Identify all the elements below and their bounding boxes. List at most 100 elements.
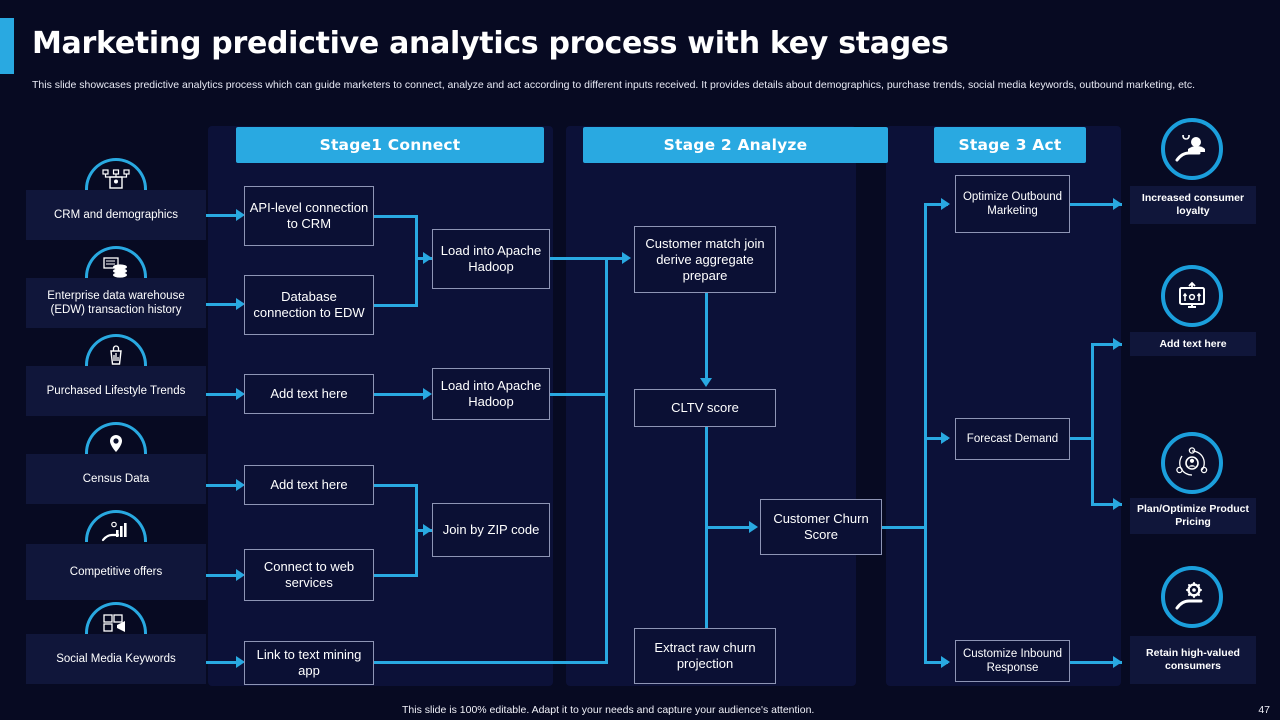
- box-label: Optimize Outbound Marketing: [962, 191, 1063, 217]
- location-pin-icon: [110, 435, 122, 452]
- connect-box-load-into-apache-hadoop-1[interactable]: Load into Apache Hadoop: [432, 229, 550, 289]
- monitor-growth-icon-circle: [1161, 265, 1223, 327]
- stage-header-act: Stage 3 Act: [934, 127, 1086, 163]
- connect-box-add-text-here-1[interactable]: Add text here: [244, 374, 374, 414]
- analyze-box-customer-churn-score[interactable]: Customer Churn Score: [760, 499, 882, 555]
- connect-box-add-text-here-2[interactable]: Add text here: [244, 465, 374, 505]
- outcome-item-add-text-here[interactable]: Add text here: [1130, 332, 1256, 356]
- box-label: Forecast Demand: [966, 433, 1059, 445]
- box-label: Add text here: [270, 477, 348, 492]
- arrow-optimize-to-loyalty: [1113, 198, 1122, 210]
- source-item-purchased-lifestyle-trends[interactable]: Purchased Lifestyle Trends: [26, 366, 206, 416]
- connector-addtext2-to-merge2: [374, 484, 418, 487]
- source-item-crm-and-demographics[interactable]: CRM and demographics: [26, 190, 206, 240]
- connector-source-5: [206, 574, 236, 577]
- box-label: Load into Apache Hadoop: [440, 243, 542, 274]
- shopping-trend-icon: [110, 345, 122, 365]
- arrow-addtext1-to-hadoop2: [423, 388, 432, 400]
- title-accent-bar: [0, 18, 14, 74]
- connector-stage2-spine: [605, 257, 608, 664]
- source-label: Social Media Keywords: [56, 652, 176, 665]
- connector-optimize-to-loyalty: [1070, 203, 1122, 206]
- outcome-label: Plan/Optimize Product Pricing: [1136, 503, 1249, 528]
- box-label: Extract raw churn projection: [654, 640, 756, 671]
- connector-spine-to-customer-match: [605, 257, 625, 260]
- page-subtitle: This slide showcases predictive analytic…: [32, 79, 1196, 91]
- connector-source-6: [206, 661, 236, 664]
- stage-header-analyze: Stage 2 Analyze: [583, 127, 888, 163]
- database-stack-icon-arch: [85, 246, 147, 278]
- arrow-source-3: [236, 388, 245, 400]
- connect-box-database-connection-to-edw[interactable]: Database connection to EDW: [244, 275, 374, 335]
- hand-chart-icon-arch: [85, 510, 147, 542]
- source-label: Census Data: [82, 472, 150, 485]
- connector-edw-to-merge1: [374, 304, 418, 307]
- connect-box-load-into-apache-hadoop-2[interactable]: Load into Apache Hadoop: [432, 368, 550, 420]
- source-item-competitive-offers[interactable]: Competitive offers: [26, 544, 206, 600]
- connector-source-3: [206, 393, 236, 396]
- source-item-social-media-keywords[interactable]: Social Media Keywords: [26, 634, 206, 684]
- outcome-item-increased-consumer-loyalty[interactable]: Increased consumer loyalty: [1130, 186, 1256, 224]
- connector-churn-in: [705, 526, 753, 529]
- box-label: Load into Apache Hadoop: [440, 378, 542, 409]
- arrow-act-to-optimize: [941, 198, 950, 210]
- source-item-enterprise-data-warehouse[interactable]: Enterprise data warehouse (EDW) transact…: [26, 278, 206, 328]
- crm-network-icon-arch: [85, 158, 147, 190]
- monitor-growth-icon: [1179, 281, 1205, 308]
- connect-box-join-by-zip-code[interactable]: Join by ZIP code: [432, 503, 550, 557]
- box-label: Database connection to EDW: [253, 289, 365, 320]
- arrow-forecast-to-addtext: [1113, 338, 1122, 350]
- connector-forecast-out: [1070, 437, 1094, 440]
- hand-gear-icon: [1175, 582, 1203, 610]
- connect-box-connect-to-web-services[interactable]: Connect to web services: [244, 549, 374, 601]
- outcome-label: Add text here: [1159, 337, 1227, 350]
- database-stack-icon: [103, 257, 127, 278]
- shopping-trend-icon-arch: [85, 334, 147, 366]
- arrow-source-4: [236, 479, 245, 491]
- connect-box-link-to-text-mining-app[interactable]: Link to text mining app: [244, 641, 374, 685]
- connector-act-to-customize: [924, 661, 948, 664]
- outcome-label: Increased consumer loyalty: [1141, 192, 1245, 217]
- analyze-box-extract-raw-churn-projection[interactable]: Extract raw churn projection: [634, 628, 776, 684]
- box-label: Customer Churn Score: [773, 511, 869, 542]
- source-label: Enterprise data warehouse (EDW) transact…: [47, 289, 185, 317]
- arrow-spine-to-customer-match: [622, 252, 631, 264]
- box-label: Link to text mining app: [256, 647, 362, 678]
- analyze-box-cltv-score[interactable]: CLTV score: [634, 389, 776, 427]
- act-box-customize-inbound-response[interactable]: Customize Inbound Response: [955, 640, 1070, 682]
- analyze-box-customer-match[interactable]: Customer match join derive aggregate pre…: [634, 226, 776, 293]
- box-label: Customize Inbound Response: [962, 648, 1063, 674]
- connector-act-to-optimize: [924, 203, 948, 206]
- connector-act-to-forecast: [924, 437, 948, 440]
- connect-box-api-level-connection-to-crm[interactable]: API-level connection to CRM: [244, 186, 374, 246]
- footer-note: This slide is 100% editable. Adapt it to…: [402, 704, 815, 716]
- connector-addtext1-to-hadoop2: [374, 393, 428, 396]
- connector-match-to-cltv: [705, 293, 708, 379]
- hand-customer-icon-circle: [1161, 118, 1223, 180]
- box-label: API-level connection to CRM: [249, 200, 369, 231]
- outcome-item-plan-optimize-product-pricing-label[interactable]: Plan/Optimize Product Pricing: [1130, 498, 1256, 534]
- arrow-act-to-forecast: [941, 432, 950, 444]
- arrow-source-6: [236, 656, 245, 668]
- hand-chart-icon: [101, 521, 127, 542]
- source-item-census-data[interactable]: Census Data: [26, 454, 206, 504]
- hand-gear-icon-circle: [1161, 566, 1223, 628]
- outcome-item-retain-high-valued-consumers[interactable]: Retain high-valued consumers: [1130, 636, 1256, 684]
- connector-textmining-to-spine: [374, 661, 608, 664]
- source-label: CRM and demographics: [53, 208, 178, 221]
- act-box-optimize-outbound-marketing[interactable]: Optimize Outbound Marketing: [955, 175, 1070, 233]
- arrow-merge2-out: [423, 524, 432, 536]
- hand-customer-icon: [1175, 135, 1205, 162]
- act-box-forecast-demand[interactable]: Forecast Demand: [955, 418, 1070, 460]
- connector-forecast-to-addtext: [1091, 343, 1122, 346]
- arrow-source-2: [236, 298, 245, 310]
- page-number: 47: [1258, 704, 1270, 716]
- page-title: Marketing predictive analytics process w…: [32, 26, 949, 61]
- arrow-merge1-out: [423, 252, 432, 264]
- arrow-match-to-cltv: [700, 378, 712, 387]
- box-label: Join by ZIP code: [442, 522, 540, 537]
- box-label: Add text here: [270, 386, 348, 401]
- connector-customize-to-retain: [1070, 661, 1122, 664]
- connector-merge1-spine: [415, 215, 418, 307]
- source-label: Competitive offers: [69, 565, 163, 578]
